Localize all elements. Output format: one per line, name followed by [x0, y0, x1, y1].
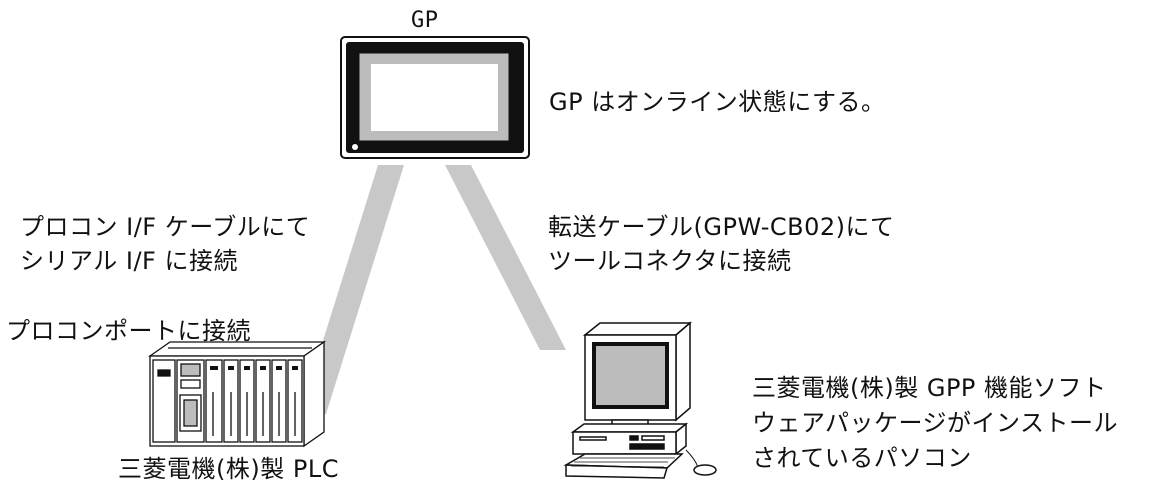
pc-caption-line1: 三菱電機(株)製 GPP 機能ソフト	[752, 374, 1107, 402]
pc-caption-line2: ウェアパッケージがインストール	[752, 409, 1119, 437]
gp-title: GP	[411, 8, 439, 33]
plc-rack-icon	[147, 340, 327, 448]
right-cable-label-line1: 転送ケーブル(GPW-CB02)にて	[548, 213, 895, 241]
plc-cable	[300, 165, 404, 414]
right-cable-label-line2: ツールコネクタに接続	[548, 247, 792, 275]
left-cable-label-line2: シリアル I/F に接続	[20, 247, 238, 275]
pc-icon	[563, 321, 717, 479]
pc-cable	[445, 165, 566, 350]
plc-port-note: プロコンポートに接続	[6, 317, 251, 345]
gp-panel-icon	[340, 36, 530, 159]
pc-caption-line3: されているパソコン	[752, 444, 972, 472]
gp-status-note: GP はオンライン状態にする。	[549, 88, 886, 116]
plc-caption: 三菱電機(株)製 PLC	[118, 455, 339, 483]
left-cable-label-line1: プロコン I/F ケーブルにて	[20, 213, 311, 241]
